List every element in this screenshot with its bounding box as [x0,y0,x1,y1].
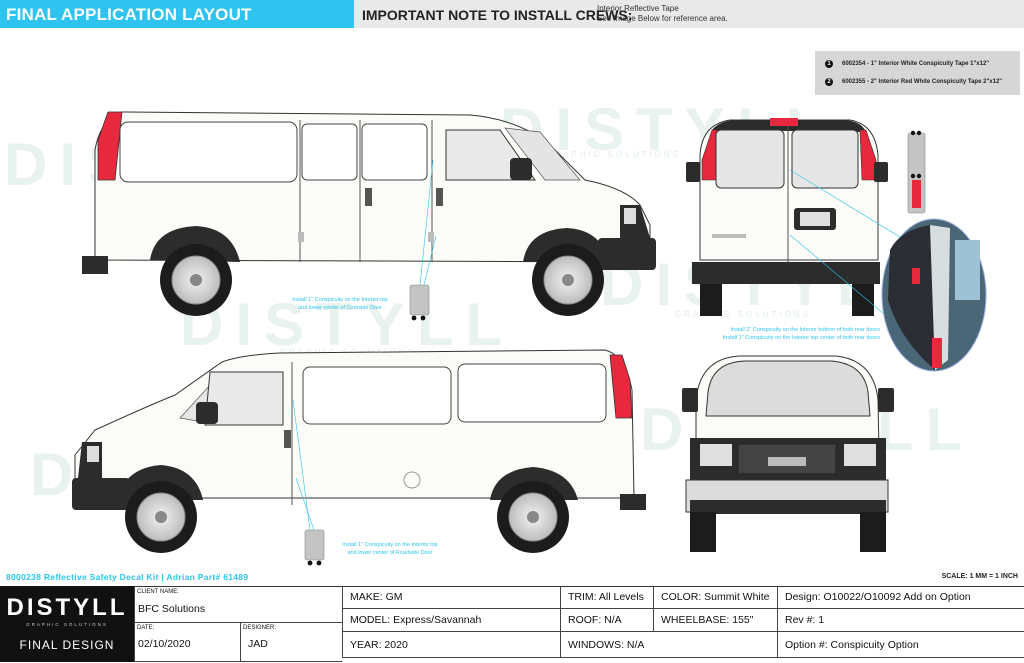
roof-cell: ROOF: N/A [560,609,653,632]
van-roadside-view [72,349,646,566]
design-cell: Design: O10022/O10092 Add on Option [777,586,1024,609]
trim-cell: TRIM: All Levels [560,586,653,609]
watermark-sub: GRAPHIC SOLUTIONS [675,310,811,319]
note-line: Install 1" Conspicuity on the Interior t… [722,335,880,341]
option-cell: Option #: Conspicuity Option [777,632,1024,658]
client-cell [134,586,342,623]
scale-label: SCALE: 1 MM = 1 INCH [941,573,1018,580]
van-rear-view [686,118,987,372]
color-cell: COLOR: Summit White [653,586,777,609]
date-value: 02/10/2020 [138,638,191,650]
page-title: FINAL APPLICATION LAYOUT [0,0,354,28]
logo-caption: FINAL DESIGN [19,638,115,652]
designer-label: DESIGNER: [243,625,277,631]
client-value: BFC Solutions [138,603,206,615]
tape-legend: 1 6002354 - 1" Interior White Conspicuit… [815,51,1020,95]
client-label: CLIENT NAME: [137,589,179,595]
van-drawings [72,111,987,566]
legend-number: 1 [825,60,833,68]
tape-label: 1 [912,125,915,131]
rear-install-note: Install 2" Conspicuity on the Interior b… [680,326,880,342]
van-curbside-view [82,111,656,321]
note-line: Install 1" Conspicuity on the Interior t… [342,542,438,548]
curbside-install-note: Install 1" Conspicuity on the Interior t… [270,296,410,312]
watermark-logo: DISTYLL [180,291,514,358]
year-cell: YEAR: 2020 [342,632,560,658]
kit-part-line: 8000238 Reflective Safety Decal Kit | Ad… [6,572,249,582]
date-label: DATE: [137,625,155,631]
designer-value: JAD [248,638,268,650]
watermark-sub: GRAPHIC SOLUTIONS [545,150,681,159]
install-note-line2: See Image Below for reference area. [597,14,728,23]
van-front-view [682,355,894,552]
legend-text: 6002354 - 1" Interior White Conspicuity … [842,61,990,67]
note-line: and lower center of Curbside Door [298,305,382,311]
install-note-line1: Interior Reflective Tape [597,4,679,13]
legend-text: 6002355 - 2" Interior Red White Conspicu… [842,79,1003,85]
legend-item: 1 6002354 - 1" Interior White Conspicuit… [825,60,989,68]
title-block [0,586,1024,663]
rev-cell: Rev #: 1 [777,609,1024,632]
legend-item: 2 6002355 - 2" Interior Red White Conspi… [825,78,1002,86]
header-note-bar [354,0,1024,28]
note-line: Install 2" Conspicuity on the Interior b… [730,327,880,333]
windows-cell: WINDOWS: N/A [560,632,777,658]
wheelbase-cell: WHEELBASE: 155" [653,609,777,632]
legend-number: 2 [825,78,833,86]
roadside-install-note: Install 1" Conspicuity on the Interior t… [330,541,450,557]
install-note-title: IMPORTANT NOTE TO INSTALL CREWS: [362,7,633,23]
logo-brand: DISTYLL [6,594,128,621]
distyll-logo: DISTYLL GRAPHIC SOLUTIONS FINAL DESIGN [0,586,134,662]
make-cell: MAKE: GM [342,586,560,609]
note-line: Install 1" Conspicuity on the Interior t… [292,297,388,303]
note-line: and lower center of Roadside Door [347,550,433,556]
model-cell: MODEL: Express/Savannah [342,609,560,632]
logo-sub: GRAPHIC SOLUTIONS [26,622,108,627]
